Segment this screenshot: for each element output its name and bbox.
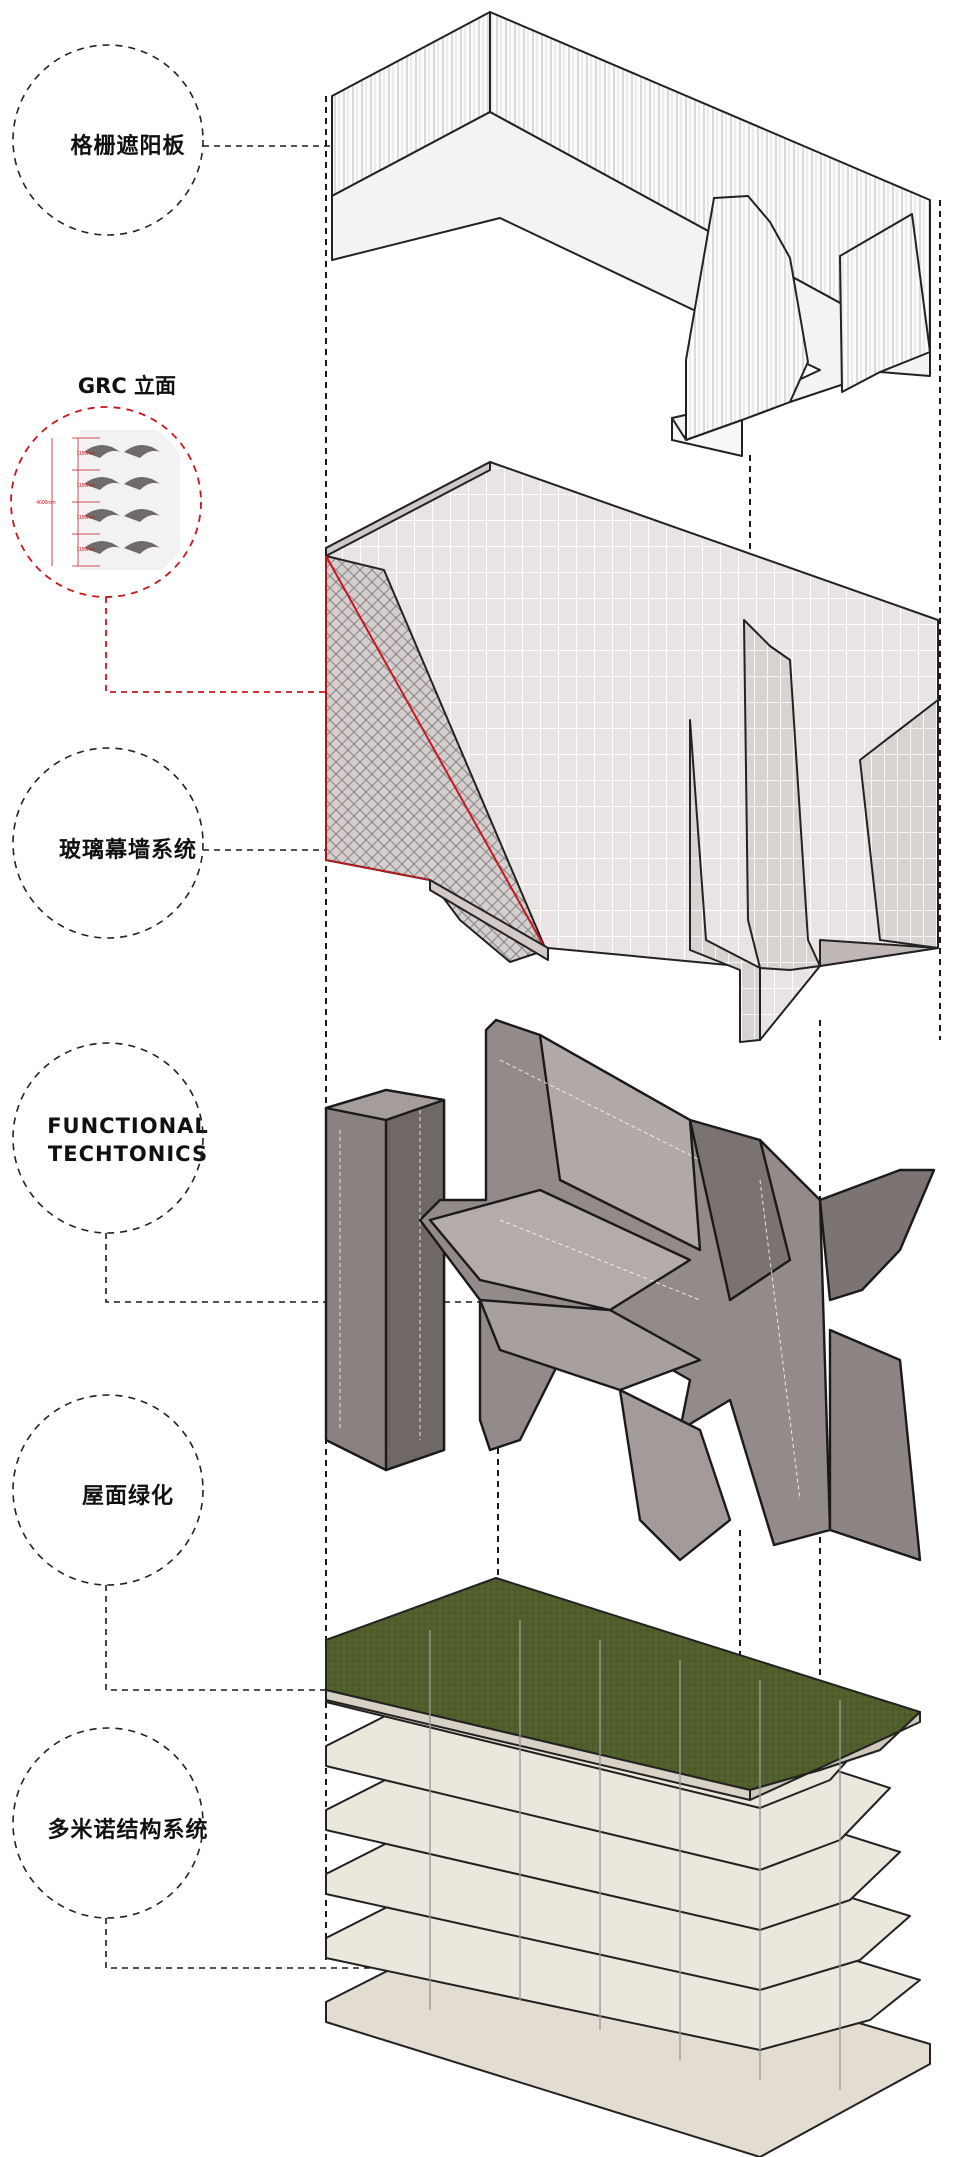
label-techtonics: TECHTONICS <box>47 1142 209 1166</box>
leader-lines <box>105 145 620 1969</box>
grc-dim-2: 1150mm <box>76 483 95 489</box>
grc-dim-total: 4600mm <box>36 500 55 506</box>
grc-dim-3: 1150mm <box>76 515 95 521</box>
domino-structure-layer <box>325 1577 931 2157</box>
louver-layer <box>331 11 931 457</box>
label-functional-tectonics: FUNCTIONAL TECHTONICS <box>28 1112 228 1168</box>
label-circles <box>12 44 204 1919</box>
grc-dim-4: 1150mm <box>76 547 95 553</box>
label-curtain-wall: 玻璃幕墙系统 <box>58 838 197 863</box>
grc-panel-detail: 1150mm 1150mm 1150mm 1150mm 4600mm <box>36 430 180 570</box>
label-louver: 格栅遮阳板 <box>70 134 186 159</box>
label-domino-structure: 多米诺结构系统 <box>47 1818 209 1843</box>
label-roof-greening: 屋面绿化 <box>81 1484 174 1509</box>
label-functional: FUNCTIONAL <box>47 1114 209 1138</box>
curtain-wall-layer <box>325 461 939 1043</box>
tectonics-layer <box>324 1018 936 1562</box>
grc-dim-1: 1150mm <box>76 451 95 457</box>
label-grc: GRC 立面 <box>77 374 177 398</box>
